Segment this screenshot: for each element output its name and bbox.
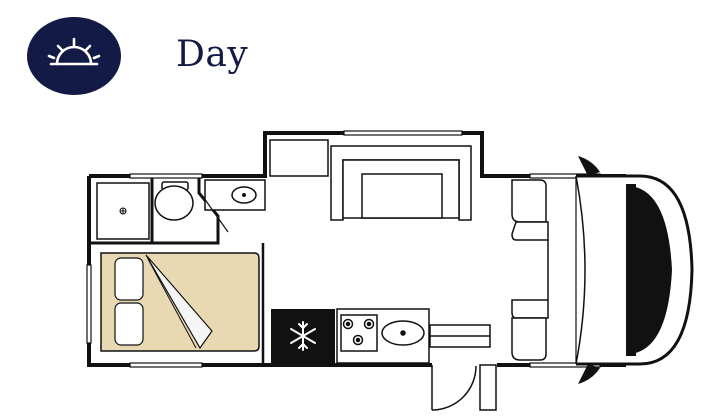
toilet (154, 181, 194, 221)
wardrobe (269, 139, 329, 177)
washbasin (204, 179, 266, 211)
pillow-icon (114, 302, 144, 346)
bathroom-door (203, 197, 229, 233)
kitchen-counter (336, 308, 430, 364)
side-mirror-icon (578, 156, 600, 176)
side-mirror-icon (578, 364, 600, 384)
bathroom-partition (89, 178, 220, 245)
pillow-icon (114, 257, 144, 301)
snowflake-icon (290, 321, 316, 351)
roof-windows (86, 130, 601, 368)
entry-steps (429, 324, 491, 348)
cab-seats (511, 179, 549, 361)
sunrise-icon (47, 37, 101, 66)
day-mode-label: Day (176, 34, 249, 75)
shower (96, 182, 150, 240)
bed (100, 252, 260, 352)
dinette-sofa (330, 145, 472, 221)
entry-door (431, 364, 497, 411)
fridge (271, 309, 335, 363)
cab-front (575, 156, 694, 384)
day-mode-badge (27, 17, 121, 95)
